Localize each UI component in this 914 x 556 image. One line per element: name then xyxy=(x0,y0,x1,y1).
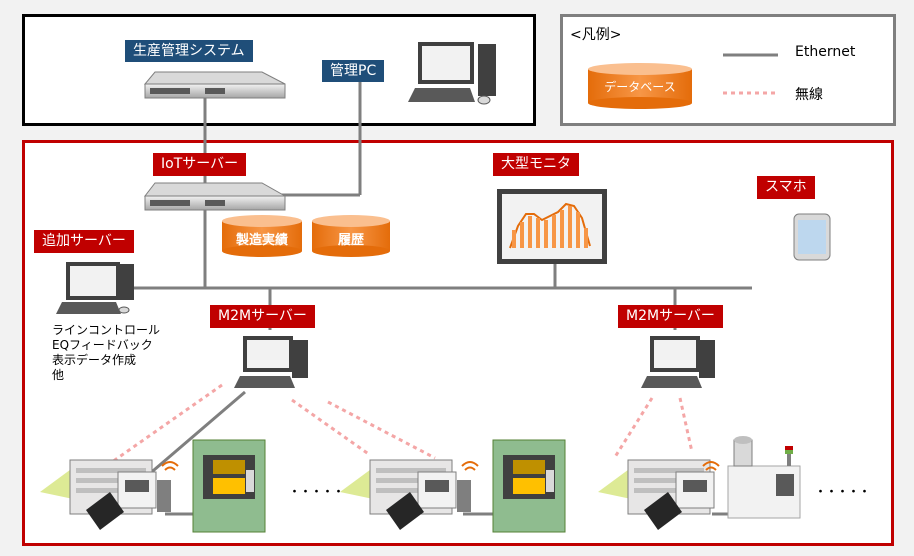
machine-cell-1 xyxy=(40,439,266,533)
machine-cell-3 xyxy=(598,436,801,530)
ellipsis-right: ・・・・・ xyxy=(814,485,871,500)
ellipsis-left: ・・・・・ xyxy=(288,485,345,500)
database-icon-history xyxy=(312,215,390,257)
smartphone-icon xyxy=(793,213,831,261)
legend-title: <凡例> xyxy=(570,27,622,43)
wireless-lines xyxy=(111,383,694,464)
production-server-icon xyxy=(143,71,286,99)
note-other: 他 xyxy=(52,368,65,382)
m2m-server-left-label: M2Mサーバー xyxy=(210,305,315,328)
management-pc-label: 管理PC xyxy=(322,60,385,82)
smartphone-label: スマホ xyxy=(757,176,815,199)
large-monitor-label: 大型モニタ xyxy=(493,153,579,176)
iot-server-icon xyxy=(143,182,287,211)
machine-cell-2 xyxy=(340,439,566,533)
additional-server-label: 追加サーバー xyxy=(34,230,134,253)
legend-wireless-label: 無線 xyxy=(795,87,823,103)
management-pc-icon xyxy=(408,42,496,105)
m2m-server-right-label: M2Mサーバー xyxy=(618,305,723,328)
note-display-data: 表示データ作成 xyxy=(52,353,137,367)
production-system-label: 生産管理システム xyxy=(125,40,253,62)
legend-database-label: データベース xyxy=(604,80,676,94)
database-icon-manufacturing xyxy=(222,215,302,257)
note-line-control: ラインコントロール xyxy=(52,323,161,337)
large-monitor-icon xyxy=(497,189,607,264)
legend-ethernet-label: Ethernet xyxy=(795,44,856,60)
additional-server-pc-icon xyxy=(56,262,134,314)
database-label-manufacturing: 製造実績 xyxy=(235,233,288,248)
additional-server-notes: ラインコントロール EQフィードバック 表示データ作成 他 xyxy=(52,323,160,383)
legend-database-icon xyxy=(588,63,692,109)
m2m-left-pc-icon xyxy=(234,336,308,388)
m2m-right-pc-icon xyxy=(641,336,715,388)
database-label-history: 履歴 xyxy=(337,233,364,248)
note-eq-feedback: EQフィードバック xyxy=(52,338,153,352)
iot-server-label: IoTサーバー xyxy=(153,153,247,176)
